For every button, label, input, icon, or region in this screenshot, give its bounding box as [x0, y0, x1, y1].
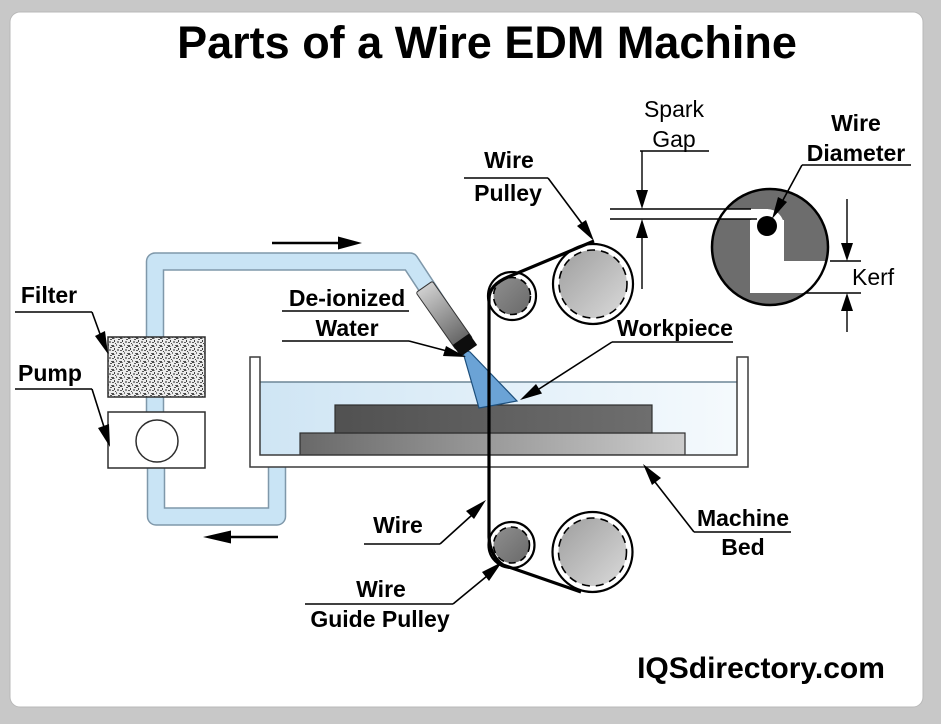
- machine-bed: [299, 432, 686, 456]
- kerf-detail-view: [610, 187, 830, 307]
- wire-guide-pulley-bottom-small: [487, 520, 536, 570]
- svg-text:Wire: Wire: [373, 512, 423, 538]
- svg-text:Pulley: Pulley: [474, 180, 542, 206]
- kerf-dimension: [806, 199, 861, 332]
- svg-text:Diameter: Diameter: [807, 140, 905, 166]
- svg-text:Workpiece: Workpiece: [617, 315, 733, 341]
- label-wire: Wire: [364, 500, 486, 545]
- page-title: Parts of a Wire EDM Machine: [177, 17, 797, 68]
- flush-nozzle: [416, 281, 478, 357]
- wire-pulley-top-large: [551, 242, 635, 326]
- label-de-ionized-water: De-ionized Water: [282, 285, 466, 357]
- svg-text:Bed: Bed: [721, 534, 764, 560]
- label-workpiece: Workpiece: [520, 315, 733, 400]
- edm-wire: [487, 239, 595, 594]
- label-wire-pulley: Wire Pulley: [464, 147, 594, 241]
- label-filter: Filter: [15, 282, 108, 354]
- filter-box: [107, 336, 206, 398]
- wire-pulley-bottom-large: [551, 510, 634, 594]
- svg-text:Spark: Spark: [644, 96, 705, 122]
- flow-arrow-left-icon: [203, 530, 278, 544]
- svg-text:Guide Pulley: Guide Pulley: [310, 606, 450, 632]
- label-wire-guide-pulley: Wire Guide Pulley: [305, 562, 502, 632]
- tank-walls: [249, 356, 749, 468]
- svg-text:Wire: Wire: [484, 147, 534, 173]
- workpiece: [334, 404, 653, 434]
- flow-arrow-right-icon: [272, 236, 362, 250]
- svg-text:Kerf: Kerf: [852, 264, 895, 290]
- spark-gap-dimension: [636, 151, 648, 289]
- label-kerf: Kerf: [852, 264, 895, 290]
- svg-text:Water: Water: [315, 315, 378, 341]
- svg-text:Gap: Gap: [652, 126, 695, 152]
- wire-cross-section-dot: [757, 216, 777, 236]
- svg-text:Machine: Machine: [697, 505, 789, 531]
- label-machine-bed: Machine Bed: [643, 464, 791, 560]
- pump-impeller: [135, 419, 179, 463]
- svg-text:Wire: Wire: [356, 576, 406, 602]
- label-pump: Pump: [15, 360, 110, 447]
- svg-text:Filter: Filter: [21, 282, 77, 308]
- svg-text:Wire: Wire: [831, 110, 881, 136]
- watermark: IQSdirectory.com: [637, 652, 885, 685]
- wire-pulley-top-small: [486, 270, 538, 322]
- label-spark-gap: Spark Gap: [640, 96, 709, 152]
- svg-text:Pump: Pump: [18, 360, 82, 386]
- pump-box: [107, 411, 206, 469]
- coolant-pipe-return: [146, 430, 287, 526]
- svg-text:De-ionized: De-ionized: [289, 285, 405, 311]
- label-wire-diameter: Wire Diameter: [772, 110, 911, 219]
